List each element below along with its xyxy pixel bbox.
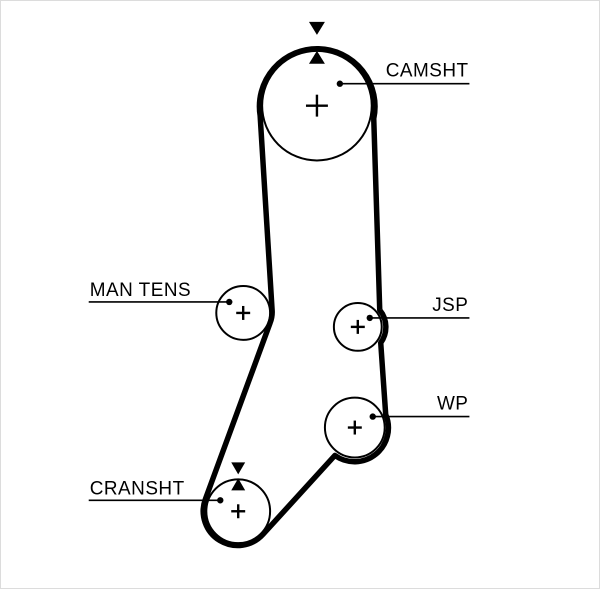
crankshaft-leader-dot	[217, 497, 224, 504]
labels: CAMSHT MAN TENS JSP WP CRANSHT	[90, 61, 469, 500]
camshaft-label: CAMSHT	[386, 61, 469, 82]
camshaft-leader-dot	[336, 80, 344, 87]
jockey-pulley-center-mark	[350, 319, 365, 334]
camshaft-timing-arrow-down-icon	[308, 21, 325, 35]
manual-tensioner-leader-dot	[226, 298, 233, 306]
jockey-pulley-leader-dot	[366, 314, 373, 322]
crankshaft-timing-arrow-up-icon	[231, 478, 246, 491]
pulley-center-marks	[231, 94, 365, 519]
camshaft-timing-arrow-up-icon	[308, 50, 325, 64]
crankshaft-label: CRANSHT	[90, 478, 185, 499]
pulleys	[205, 49, 386, 545]
crankshaft-timing-arrow-down-icon	[231, 462, 246, 475]
camshaft-center-mark	[305, 94, 328, 117]
water-pump-center-mark	[347, 420, 362, 435]
leader-lines	[88, 82, 470, 502]
water-pump-leader-dot	[369, 413, 376, 420]
timing-mark-arrows	[231, 21, 325, 491]
water-pump-pulley	[323, 396, 386, 459]
crankshaft-center-mark	[231, 504, 246, 519]
manual-tensioner-label: MAN TENS	[90, 280, 191, 301]
jockey-pulley	[332, 301, 383, 352]
jockey-pulley-label: JSP	[432, 295, 468, 316]
manual-tensioner-center-mark	[236, 305, 251, 320]
timing-belt	[200, 46, 392, 549]
water-pump-label: WP	[437, 394, 468, 415]
leader-dots	[217, 80, 376, 504]
